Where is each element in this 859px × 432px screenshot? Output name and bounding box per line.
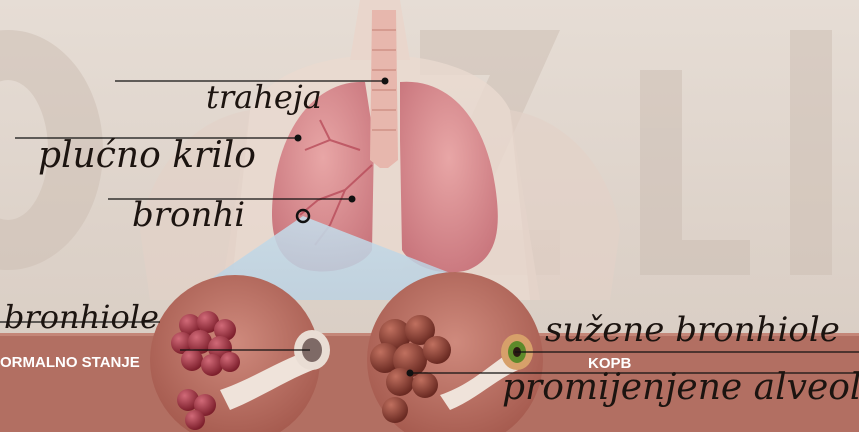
label-trachea: traheja [206, 78, 322, 116]
label-lung: plućno krilo [38, 135, 256, 176]
caption-copd: KOPB [588, 355, 631, 372]
caption-normal: ORMALNO STANJE [0, 354, 140, 371]
label-bronchioles: bronhiole [4, 298, 159, 336]
trachea [370, 10, 398, 168]
label-bronchi: bronhi [132, 195, 245, 235]
label-altered-alveoli: promijenjene alveole [502, 367, 859, 408]
label-narrowed-bronchioles: sužene bronhiole [545, 310, 840, 350]
